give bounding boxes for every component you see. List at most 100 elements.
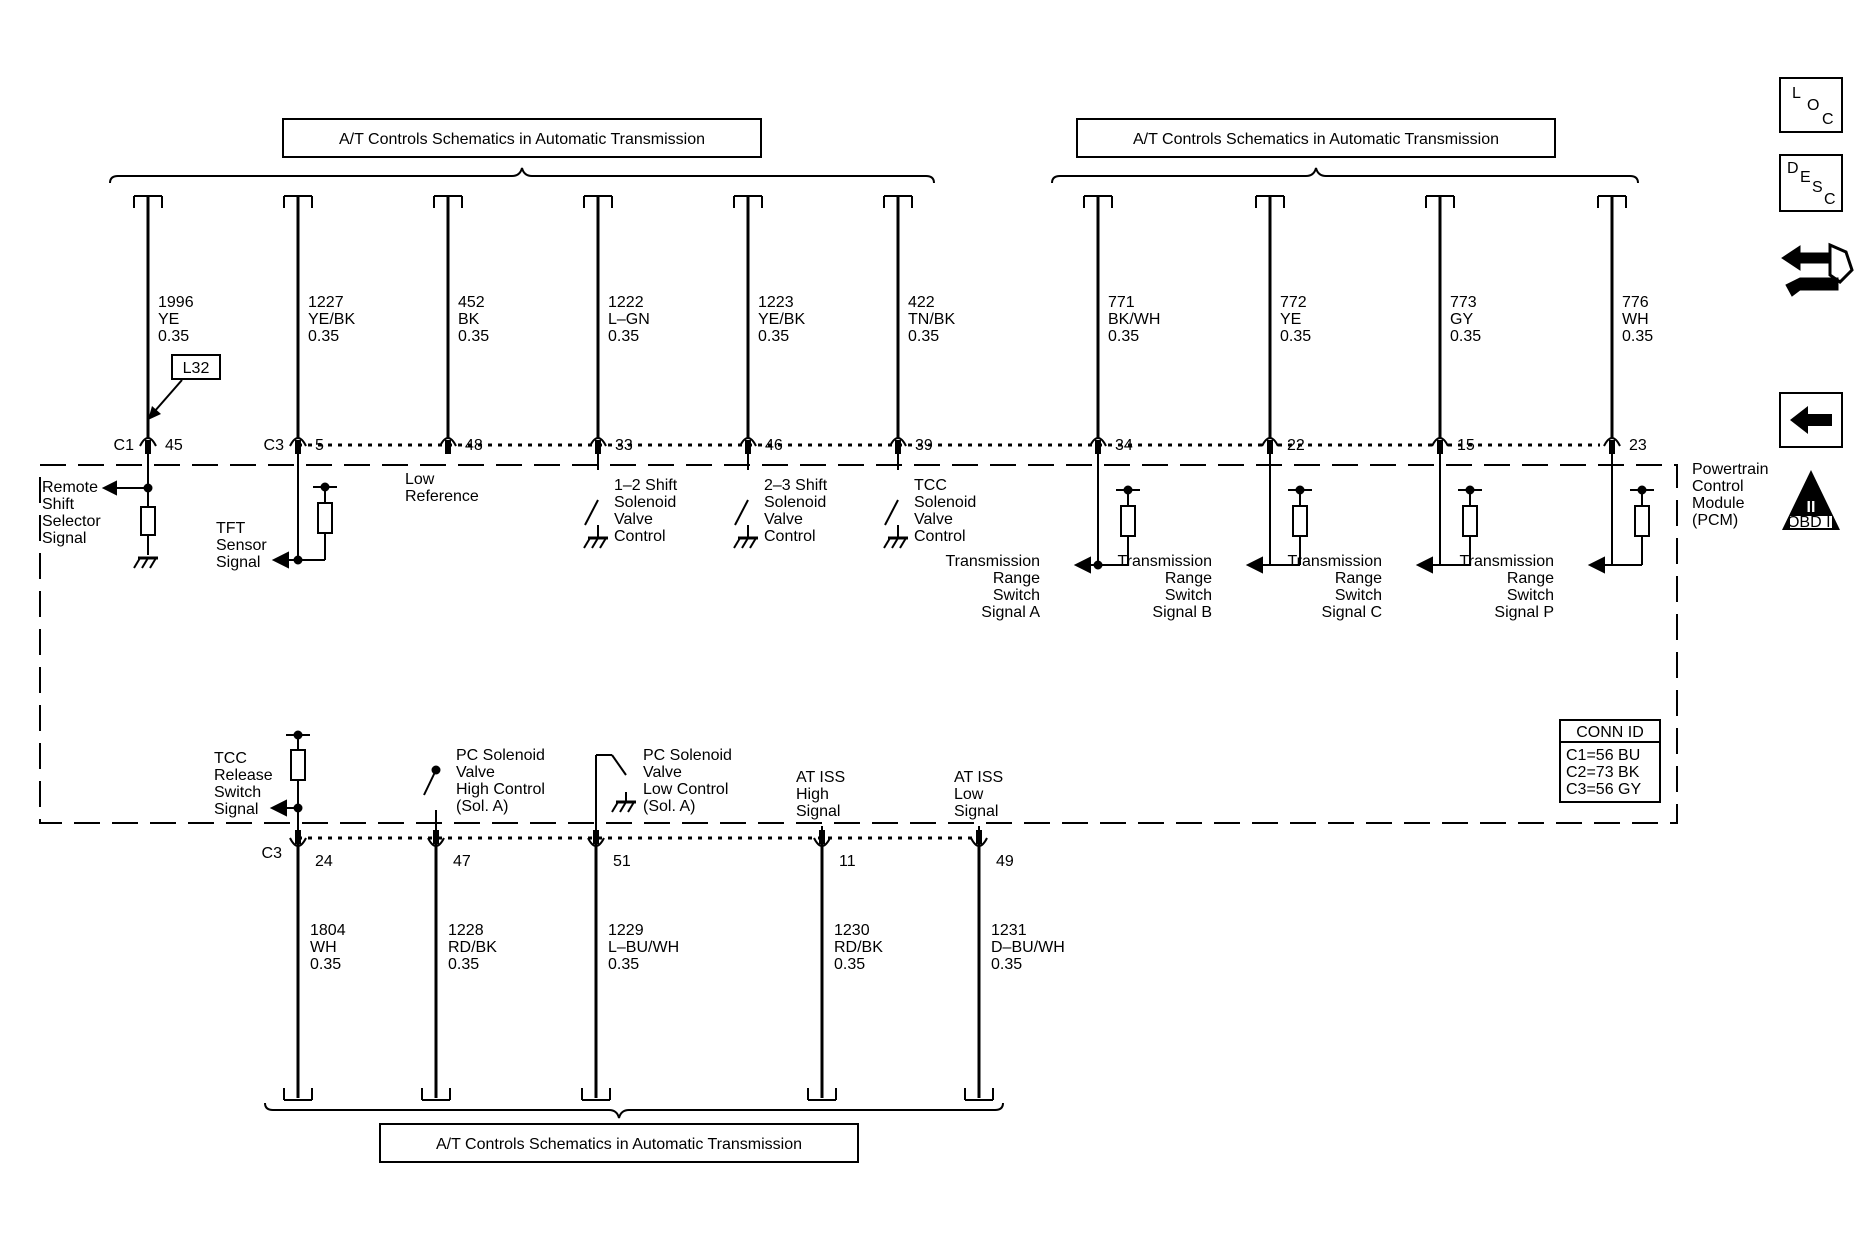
pin-number: 47: [453, 853, 471, 870]
circuit-number: 422: [908, 294, 935, 311]
brace-bottom: [264, 1102, 1004, 1119]
top-circuit-22[interactable]: 772YE0.3522TransmissionRangeSwitchSignal…: [1117, 195, 1311, 621]
obd-ii-icon[interactable]: II OBD II: [1782, 470, 1840, 531]
signal-label: TFT: [216, 520, 246, 537]
signal-label: High: [796, 786, 829, 803]
signal-label: Signal P: [1494, 604, 1554, 621]
signal-label: Valve: [764, 511, 803, 528]
signal-label: Range: [993, 570, 1040, 587]
reference-top-left[interactable]: A/T Controls Schematics in Automatic Tra…: [282, 118, 762, 158]
signal-label: Switch: [1165, 587, 1212, 604]
callout-l32[interactable]: L32: [148, 354, 221, 420]
reference-top-right[interactable]: A/T Controls Schematics in Automatic Tra…: [1076, 118, 1556, 158]
signal-label: Signal C: [1322, 604, 1382, 621]
wire-gauge: 0.35: [158, 328, 189, 345]
circuit-number: 1229: [608, 922, 644, 939]
wire-color: L–BU/WH: [608, 939, 679, 956]
obd-ii-label: OBD II: [1787, 514, 1835, 531]
signal-label: Sensor: [216, 537, 267, 554]
pin-number: 23: [1629, 437, 1647, 454]
circuit-number: 1222: [608, 294, 644, 311]
wire-color: BK/WH: [1108, 311, 1160, 328]
signal-label: 1–2 Shift: [614, 477, 678, 494]
signal-label: Switch: [1335, 587, 1382, 604]
wire-color: L–GN: [608, 311, 650, 328]
desc-icon[interactable]: D E S C: [1779, 154, 1843, 212]
signal-label: 2–3 Shift: [764, 477, 828, 494]
top-circuit-15[interactable]: 773GY0.3515TransmissionRangeSwitchSignal…: [1287, 195, 1481, 621]
pcm-internals: [101, 450, 1654, 832]
top-circuit-34[interactable]: 771BK/WH0.3534TransmissionRangeSwitchSig…: [945, 195, 1160, 621]
conn-id-line: C2=73 BK: [1566, 764, 1640, 781]
signal-label: PC Solenoid: [643, 747, 732, 764]
signal-label: Range: [1507, 570, 1554, 587]
reference-bottom-text: A/T Controls Schematics in Automatic Tra…: [436, 1136, 802, 1153]
signal-label: Range: [1165, 570, 1212, 587]
wire-color: YE: [158, 311, 179, 328]
wire-color: GY: [1450, 311, 1473, 328]
wire-gauge: 0.35: [908, 328, 939, 345]
wire-gauge: 0.35: [1280, 328, 1311, 345]
svg-text:C: C: [1822, 111, 1834, 128]
signal-label: Solenoid: [914, 494, 976, 511]
wire-gauge: 0.35: [608, 956, 639, 973]
signal-label: Valve: [643, 764, 682, 781]
circuit-number: 772: [1280, 294, 1307, 311]
signal-label: Range: [1335, 570, 1382, 587]
circuit-number: 1230: [834, 922, 870, 939]
connector-tool-icon[interactable]: [1781, 242, 1854, 297]
pin-number: 22: [1287, 437, 1305, 454]
signal-label: Signal A: [981, 604, 1040, 621]
svg-text:Powertrain: Powertrain: [1692, 461, 1768, 478]
svg-text:D: D: [1787, 160, 1799, 177]
signal-label: Switch: [1507, 587, 1554, 604]
circuit-number: 776: [1622, 294, 1649, 311]
circuit-number: 1227: [308, 294, 344, 311]
wire-gauge: 0.35: [758, 328, 789, 345]
back-arrow-icon[interactable]: [1779, 392, 1843, 448]
svg-text:E: E: [1800, 169, 1811, 186]
signal-label: AT ISS: [796, 769, 845, 786]
svg-text:Module: Module: [1692, 495, 1745, 512]
signal-label: Remote: [42, 479, 98, 496]
connector-id: C3: [264, 437, 285, 454]
signal-label: AT ISS: [954, 769, 1003, 786]
loc-icon[interactable]: L O C: [1779, 77, 1843, 133]
signal-label: Control: [914, 528, 966, 545]
svg-text:S: S: [1812, 179, 1823, 196]
connector-id: C1: [114, 437, 135, 454]
svg-text:(PCM): (PCM): [1692, 512, 1738, 529]
conn-id-line: C1=56 BU: [1566, 747, 1640, 764]
wire-gauge: 0.35: [834, 956, 865, 973]
signal-label: Switch: [214, 784, 261, 801]
pcm-boundary: [39, 464, 1678, 824]
pin-number: 51: [613, 853, 631, 870]
top-circuit-23[interactable]: 776WH0.3523TransmissionRangeSwitchSignal…: [1459, 195, 1653, 621]
wire-color: YE: [1280, 311, 1301, 328]
circuit-number: 1228: [448, 922, 484, 939]
pin-number: 45: [165, 437, 183, 454]
wire-gauge: 0.35: [458, 328, 489, 345]
signal-label: Shift: [42, 496, 75, 513]
signal-label: High Control: [456, 781, 545, 798]
wire-color: WH: [310, 939, 337, 956]
reference-bottom[interactable]: A/T Controls Schematics in Automatic Tra…: [379, 1123, 859, 1163]
wire-gauge: 0.35: [448, 956, 479, 973]
pin-number: 34: [1115, 437, 1133, 454]
reference-top-left-text: A/T Controls Schematics in Automatic Tra…: [339, 131, 705, 148]
circuit-number: 1223: [758, 294, 794, 311]
signal-label: TCC: [914, 477, 947, 494]
pin-number: 11: [839, 853, 856, 870]
